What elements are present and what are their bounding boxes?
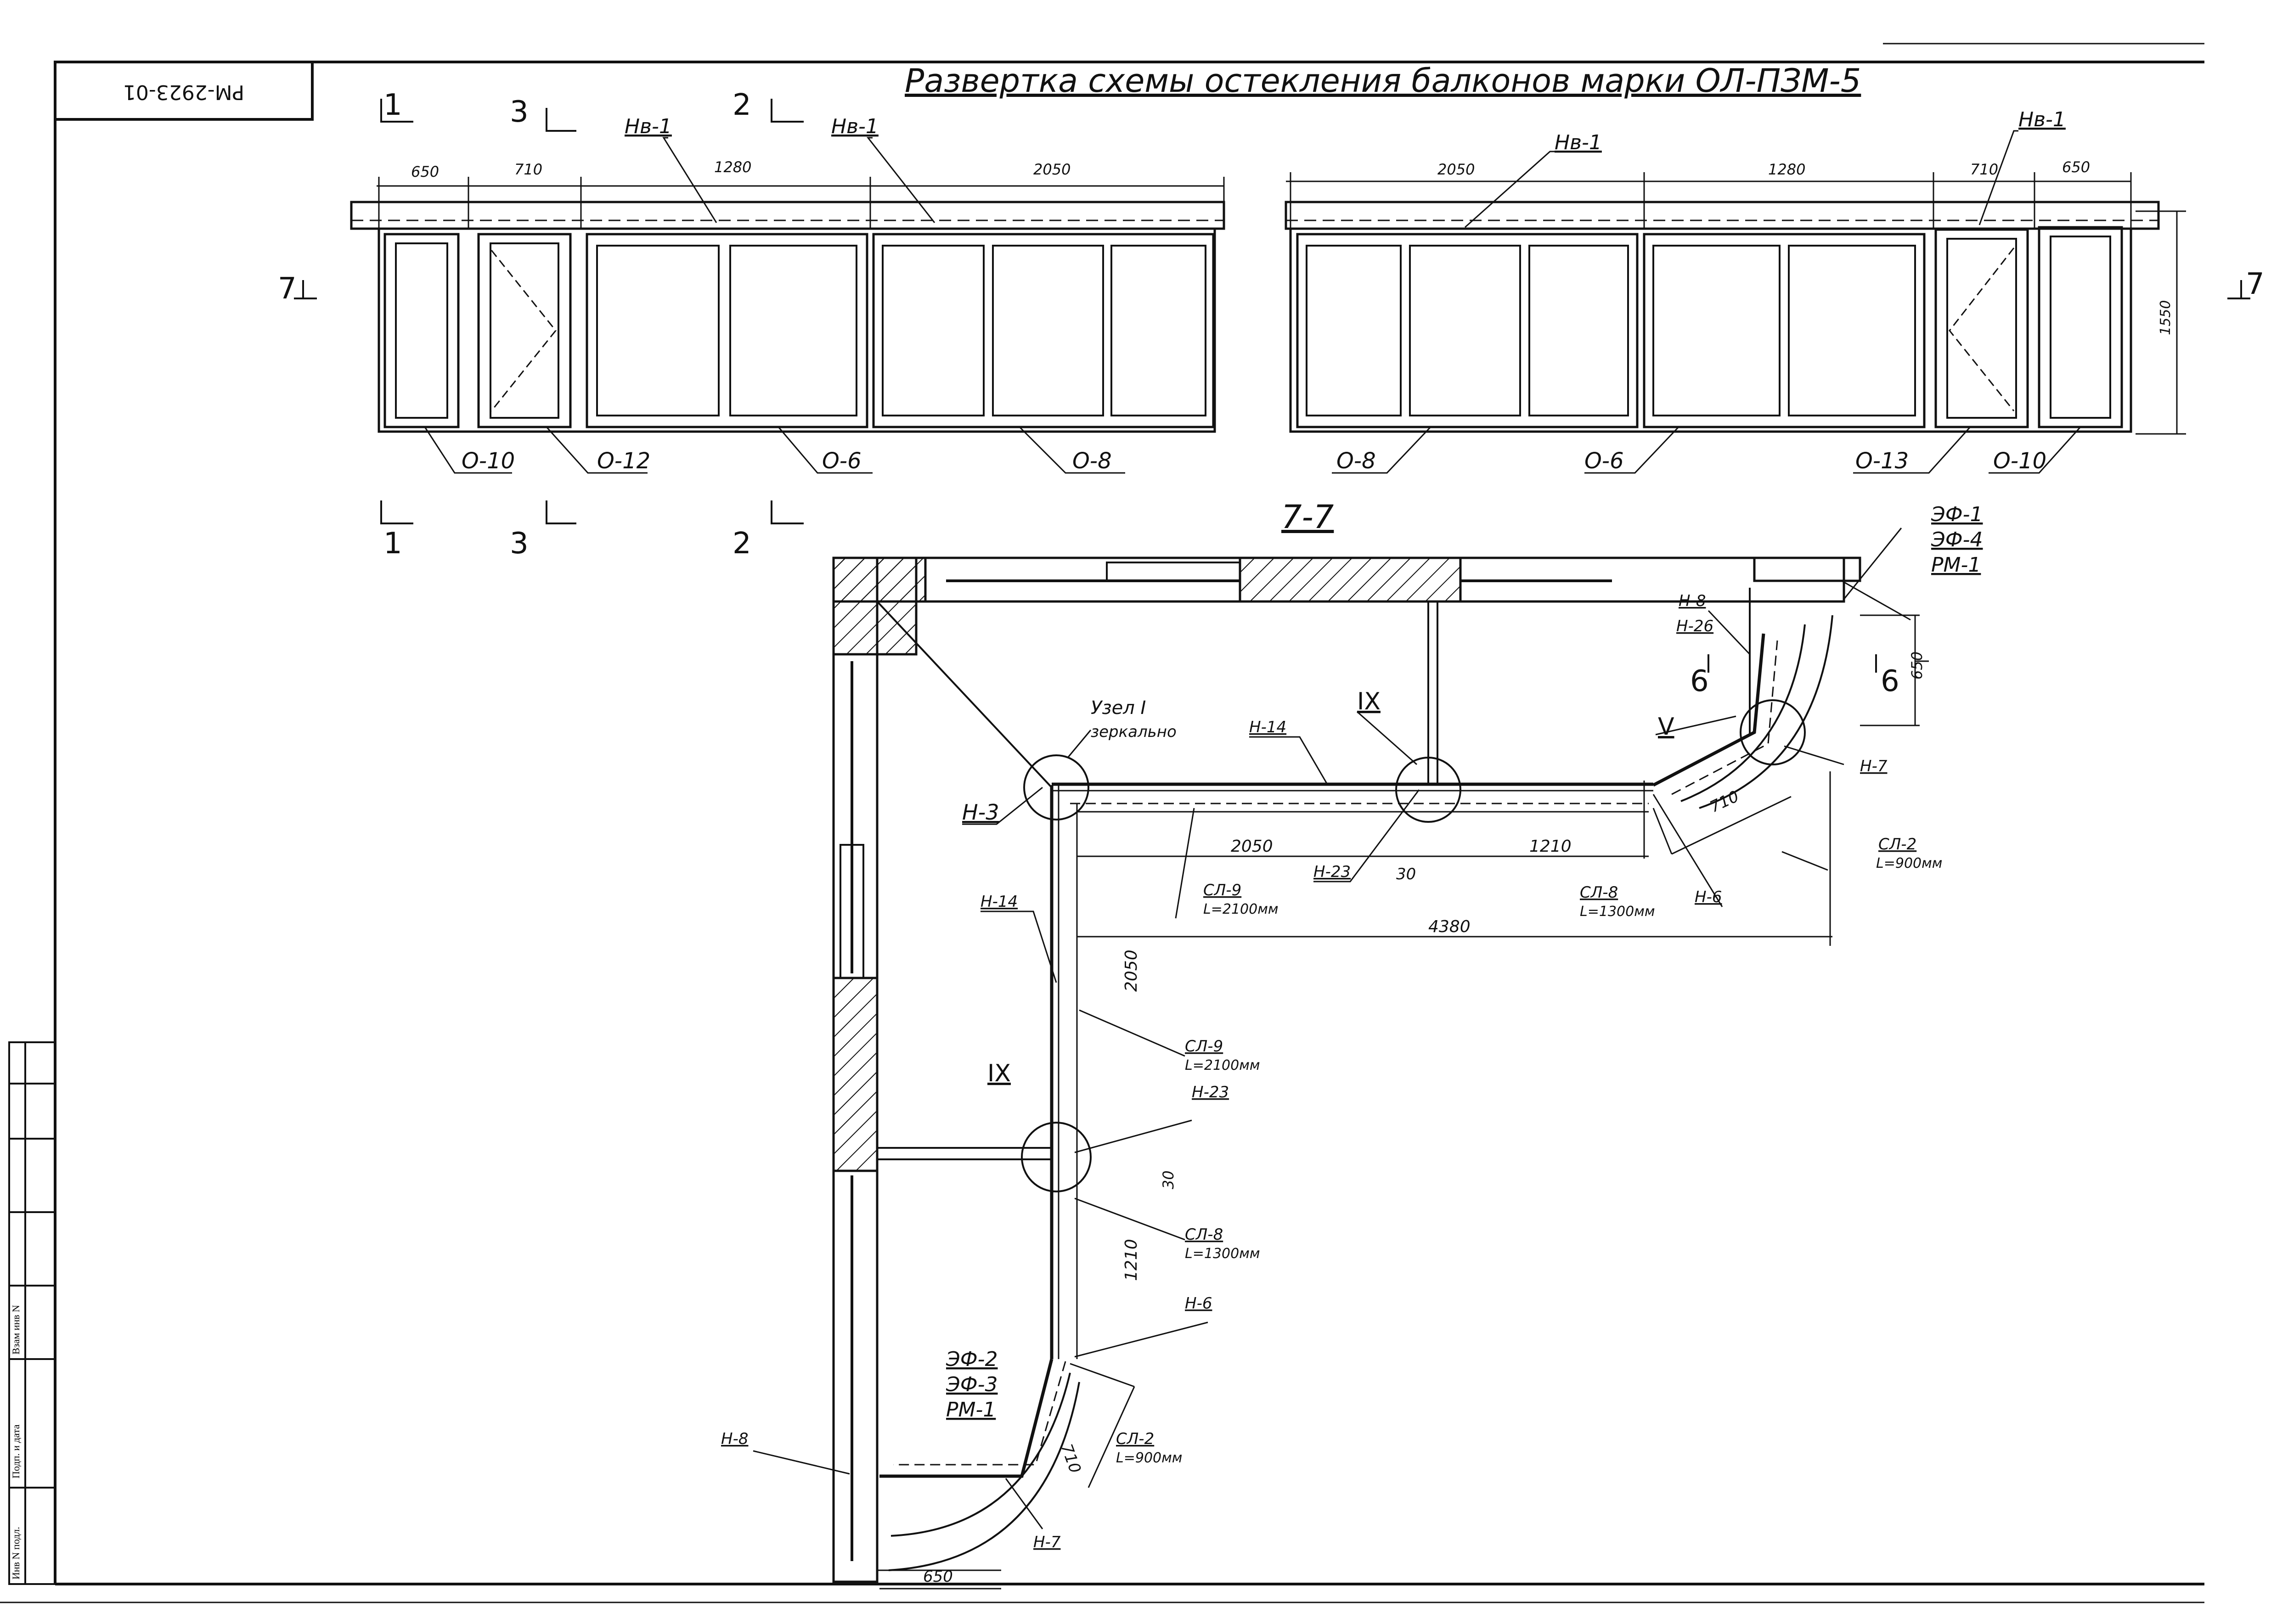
- elev-right-dim-2050: 2050: [1437, 161, 1475, 178]
- elev-left-callout-1: Нв-1: [625, 115, 672, 138]
- label-sl8-horizontal: СЛ-8: [1580, 883, 1618, 902]
- node-ix-left: IX: [987, 1060, 1011, 1087]
- dim-2050-horizontal: 2050: [1231, 837, 1273, 856]
- cut-2-bottom: 2: [733, 527, 751, 561]
- side-stamp-inv: Инв N подл.: [10, 1527, 22, 1579]
- elevation-left: [350, 177, 1225, 433]
- dim-1210-horizontal: 1210: [1529, 837, 1572, 856]
- label-sl2-right: СЛ-2: [1878, 835, 1916, 854]
- dim-4380: 4380: [1428, 917, 1471, 936]
- sheet-title: Развертка схемы остекления балконов марк…: [905, 62, 1861, 100]
- label-rm1-bottom: РМ-1: [946, 1398, 996, 1422]
- window-label-o8-left: О-8: [1072, 448, 1112, 474]
- dim-30-vertical: 30: [1160, 1170, 1177, 1189]
- elev-left-leaders: [424, 426, 1125, 474]
- side-stamp-podp: Подп. и дата: [10, 1424, 22, 1478]
- cut-7-right: 7: [2246, 267, 2265, 301]
- label-ef2: ЭФ-2: [946, 1348, 997, 1371]
- cut-3-bottom: 3: [510, 527, 529, 561]
- section-title: 7-7: [1281, 498, 1334, 536]
- elevation-right: [1285, 172, 2186, 435]
- label-h7-bottom: Н-7: [1033, 1533, 1061, 1551]
- cut-1-top: 1: [383, 88, 402, 122]
- window-label-o10-left: О-10: [462, 448, 515, 474]
- window-label-o6-left: О-6: [822, 448, 862, 474]
- label-sl8-len-vertical: L=1300мм: [1185, 1246, 1260, 1262]
- elev-right-callout-1: Нв-1: [1555, 131, 1602, 154]
- side-stamp-vzam: Взам инв N: [10, 1305, 22, 1354]
- window-label-o8-right: О-8: [1336, 448, 1376, 474]
- label-h7-right: Н-7: [1860, 757, 1888, 775]
- cut-2-top: 2: [733, 88, 751, 122]
- elev-right-height-dim: 1550: [2158, 300, 2174, 335]
- label-sl8-len-horizontal: L=1300мм: [1580, 904, 1655, 920]
- label-h23-vertical: Н-23: [1192, 1083, 1229, 1101]
- label-h23-horizontal: Н-23: [1313, 863, 1351, 881]
- stamp-box: РМ-2923-01: [54, 61, 314, 121]
- elev-left-dim-2050: 2050: [1033, 161, 1071, 178]
- label-sl8-vertical: СЛ-8: [1185, 1225, 1223, 1244]
- cut-6-right: 6: [1881, 664, 1899, 698]
- label-h3: Н-3: [962, 800, 999, 825]
- window-label-o12-left: О-12: [597, 448, 650, 474]
- dim-650-right: 650: [1908, 652, 1926, 680]
- window-label-o6-right: О-6: [1584, 448, 1624, 474]
- dim-650-bottom: 650: [923, 1568, 953, 1586]
- node-v: V: [1658, 713, 1674, 741]
- label-h6-right: Н-6: [1695, 888, 1722, 906]
- side-stamp: [8, 1041, 56, 1585]
- cut-1-bottom: 1: [383, 527, 402, 561]
- plan-leaders: [753, 528, 1902, 1529]
- elev-right-dim-1280: 1280: [1768, 161, 1805, 178]
- label-h6-bottom: Н-6: [1185, 1294, 1212, 1313]
- elev-right-leaders: [1332, 426, 2081, 474]
- label-sl9-horizontal: СЛ-9: [1203, 881, 1241, 899]
- label-h8-right: Н-8: [1679, 592, 1706, 610]
- cut-6-left: 6: [1690, 664, 1709, 698]
- dim-1210-vertical: 1210: [1122, 1239, 1141, 1281]
- window-label-o13-right: О-13: [1855, 448, 1909, 474]
- cut-marks: [294, 99, 2250, 673]
- node-i-note: зеркально: [1091, 723, 1177, 741]
- elev-left-callout-2: Нв-1: [831, 115, 879, 138]
- label-sl2-bottom: СЛ-2: [1116, 1430, 1154, 1448]
- node-ix-top: IX: [1357, 688, 1381, 715]
- dim-710-bottom: 710: [1057, 1441, 1085, 1476]
- stamp-code: РМ-2923-01: [123, 80, 244, 104]
- window-label-o10-right: О-10: [1993, 448, 2046, 474]
- dim-2050-vertical: 2050: [1122, 950, 1141, 992]
- node-i-label: Узел I: [1091, 697, 1146, 719]
- label-sl2-len-bottom: L=900мм: [1116, 1450, 1182, 1466]
- label-sl2-len-right: L=900мм: [1876, 855, 1942, 871]
- elev-left-dim-1280: 1280: [714, 158, 751, 176]
- label-ef3: ЭФ-3: [946, 1373, 997, 1396]
- cut-3-top: 3: [510, 95, 529, 129]
- elev-right-dim-650: 650: [2062, 158, 2090, 176]
- label-rm1-right: РМ-1: [1931, 553, 1981, 577]
- elev-left-dim-650: 650: [411, 163, 439, 180]
- label-sl9-vertical: СЛ-9: [1185, 1037, 1223, 1056]
- label-h14-top: Н-14: [1249, 718, 1286, 736]
- plan-view: [832, 556, 1929, 1590]
- elev-right-callout-2: Нв-1: [2018, 108, 2066, 131]
- cut-7-left: 7: [278, 272, 297, 306]
- elev-right-dim-710: 710: [1970, 161, 1998, 178]
- label-ef4: ЭФ-4: [1931, 528, 1983, 551]
- label-h26: Н-26: [1676, 617, 1713, 635]
- label-h8-bottom: Н-8: [721, 1430, 748, 1448]
- label-sl9-len-horizontal: L=2100мм: [1203, 901, 1278, 917]
- label-ef1: ЭФ-1: [1931, 503, 1983, 526]
- label-sl9-len-vertical: L=2100мм: [1185, 1057, 1260, 1073]
- dim-30-horizontal: 30: [1396, 865, 1416, 883]
- elev-left-dim-710: 710: [514, 161, 542, 178]
- label-h14-left: Н-14: [981, 893, 1018, 911]
